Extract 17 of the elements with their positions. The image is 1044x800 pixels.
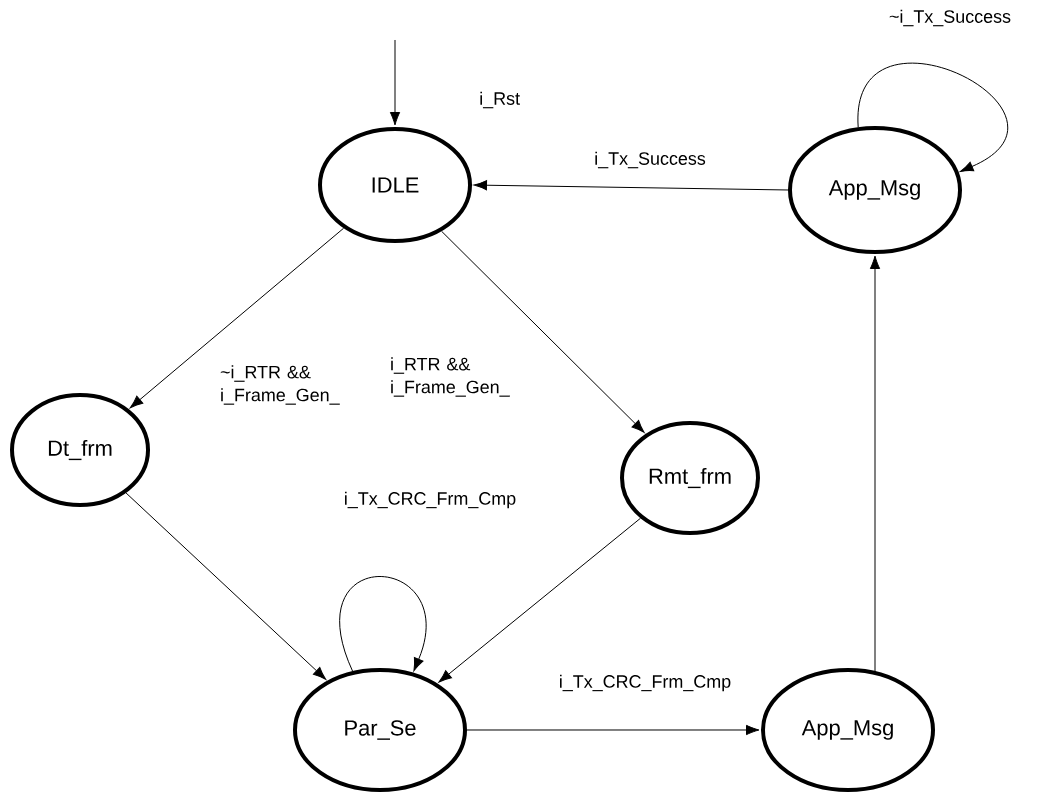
transition-arrow (129, 227, 345, 409)
edge-label: i_Tx_CRC_Frm_Cmp (560, 674, 731, 692)
transition-arrow (869, 255, 881, 675)
self-loop-arrow (339, 576, 427, 672)
edge-label: i_Rst (480, 91, 520, 109)
transition-arrow (125, 492, 327, 680)
edge-label: i_RTR && i_Frame_Gen_ (391, 357, 510, 397)
edge-label: ~i_Tx_Success (889, 9, 1011, 27)
transition-arrow (473, 180, 789, 191)
self-loop-arrow (857, 62, 1008, 172)
transition-arrow (441, 230, 645, 433)
transition-arrow (438, 517, 641, 683)
transition-arrow (466, 724, 760, 736)
edge-label: ~i_RTR && i_Frame_Gen_ (220, 365, 340, 405)
edge-label: i_Tx_CRC_Frm_Cmp (345, 491, 516, 509)
transition-arrow (389, 39, 401, 126)
edge-label: i_Tx_Success (595, 151, 706, 169)
